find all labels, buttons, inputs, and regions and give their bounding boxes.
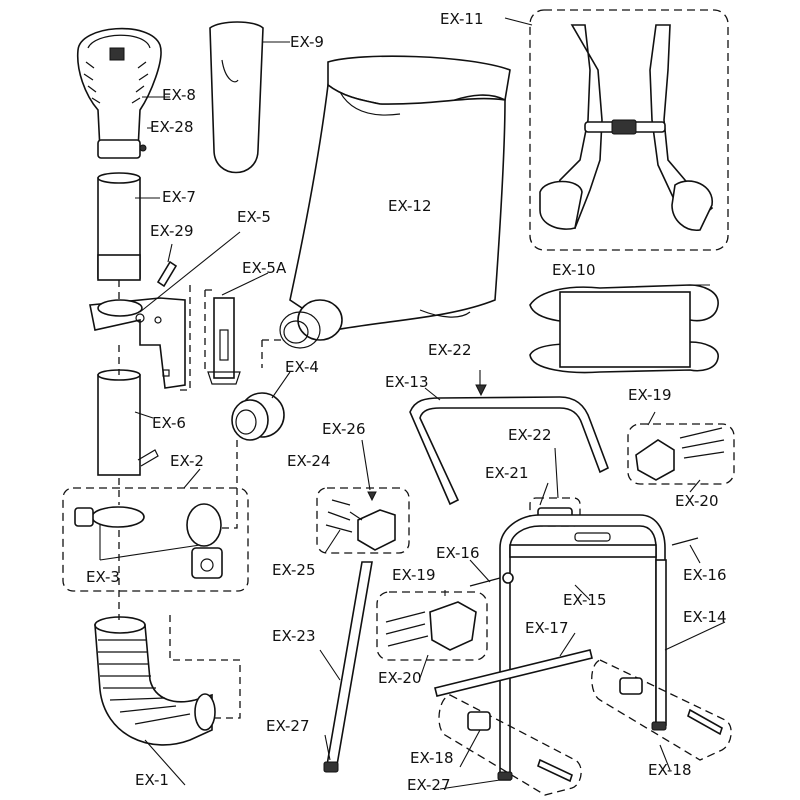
part-ex4-adapter (231, 392, 285, 441)
leader-lines (99, 17, 726, 790)
label-ex19-right: EX-19 (628, 386, 672, 404)
part-ex16-bolts (469, 537, 699, 587)
assembly-line-ex4 (222, 440, 238, 529)
label-ex2: EX-2 (170, 452, 204, 470)
label-ex18-right: EX-18 (648, 761, 692, 779)
label-ex20-left: EX-20 (378, 669, 422, 687)
assembly-line-hose (169, 615, 241, 719)
part-ex23-leg (323, 561, 373, 773)
label-ex22-top: EX-22 (428, 341, 472, 359)
part-ex10-strap (529, 284, 719, 374)
part-ex18-group-box-left (438, 694, 582, 796)
label-ex16-left: EX-16 (436, 544, 480, 562)
assembly-line-ex12 (261, 339, 285, 368)
label-ex22-mid: EX-22 (508, 426, 552, 444)
part-ex13-handle-frame (409, 396, 610, 506)
part-ex28-screw (139, 144, 147, 152)
label-ex5: EX-5 (237, 208, 271, 226)
label-ex7: EX-7 (162, 188, 196, 206)
label-ex27-left: EX-27 (266, 717, 310, 735)
label-ex19-left: EX-19 (392, 566, 436, 584)
part-ex14-leg (655, 559, 667, 726)
label-ex10: EX-10 (552, 261, 596, 279)
label-ex17: EX-17 (525, 619, 569, 637)
part-ex15-stand-frame (499, 514, 666, 781)
part-ex7-tube (97, 172, 141, 281)
label-ex11: EX-11 (440, 10, 484, 28)
part-ex11-shoulder-harness (539, 24, 714, 231)
label-ex29: EX-29 (150, 222, 194, 240)
part-ex8-handle-grip (76, 27, 162, 159)
label-ex5a: EX-5A (242, 259, 287, 277)
part-ex22-screw-top (475, 384, 487, 397)
part-ex2-group-box (62, 487, 249, 592)
label-ex1: EX-1 (135, 771, 169, 789)
part-ex29-screw (156, 260, 178, 288)
part-ex9-nozzle (209, 21, 264, 174)
part-ex11-group-box (529, 9, 729, 251)
part-ex5a-latch (204, 289, 241, 385)
part-ex19-group-box-right (627, 423, 735, 485)
label-ex9: EX-9 (290, 33, 324, 51)
label-ex26: EX-26 (322, 420, 366, 438)
label-ex16-right: EX-16 (683, 566, 727, 584)
part-ex27-foot-cap (497, 721, 667, 781)
label-ex15: EX-15 (563, 591, 607, 609)
label-ex25: EX-25 (272, 561, 316, 579)
label-ex13: EX-13 (385, 373, 429, 391)
part-ex17-crossbar (434, 649, 593, 697)
label-ex8: EX-8 (162, 86, 196, 104)
label-ex27-bottom: EX-27 (407, 776, 451, 794)
label-ex12: EX-12 (388, 197, 432, 215)
part-ex2-clamp-right (186, 503, 223, 579)
label-ex4: EX-4 (285, 358, 319, 376)
part-ex6-tube (97, 369, 159, 476)
part-ex18-group-box-right (591, 659, 732, 761)
label-ex3: EX-3 (86, 568, 120, 586)
part-ex1-flex-hose (94, 616, 216, 746)
assembly-line-ex5a (180, 285, 191, 391)
part-ex24-group-box (316, 487, 410, 554)
label-ex6: EX-6 (152, 414, 186, 432)
label-ex24: EX-24 (287, 452, 331, 470)
part-ex12-hopper-bag (289, 55, 511, 331)
part-ex2-clamp-left (74, 506, 145, 528)
label-ex14: EX-14 (683, 608, 727, 626)
label-ex21: EX-21 (485, 464, 529, 482)
label-ex18-left: EX-18 (410, 749, 454, 767)
label-ex20-right: EX-20 (675, 492, 719, 510)
part-ex19-group-box-left (376, 591, 488, 661)
part-ex5-bracket (89, 297, 186, 389)
label-ex28: EX-28 (150, 118, 194, 136)
label-ex23: EX-23 (272, 627, 316, 645)
part-ex12-outlet-spout (279, 299, 343, 349)
